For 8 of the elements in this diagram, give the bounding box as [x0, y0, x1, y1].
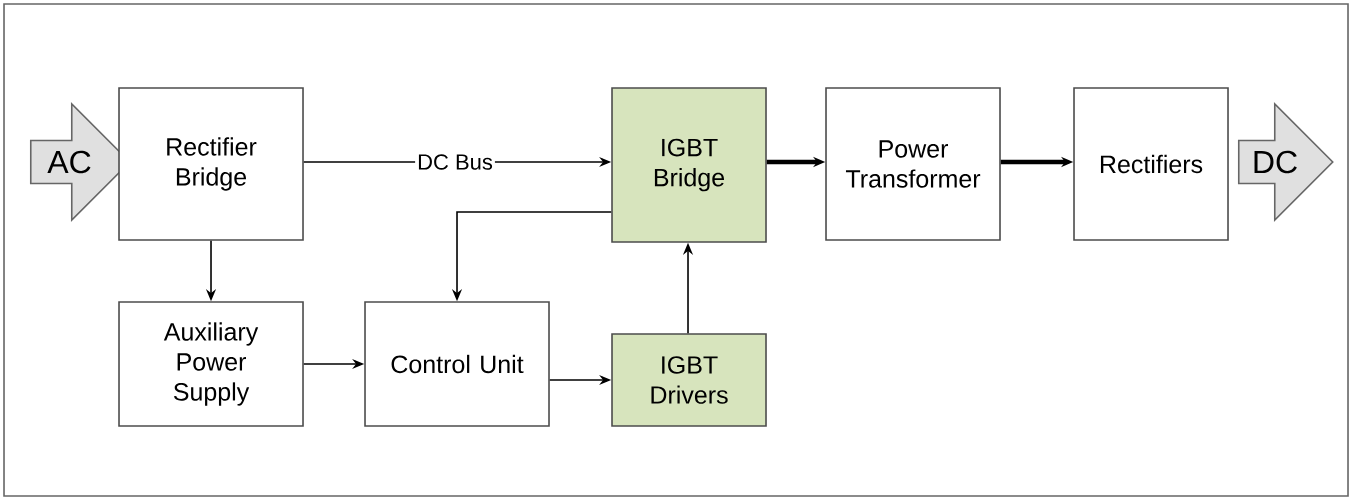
process-box: Control Unit — [364, 301, 550, 427]
process-box: Power Transformer — [825, 87, 1001, 241]
edge-label: DC Bus — [415, 152, 495, 172]
process-box: IGBT Bridge — [611, 87, 767, 243]
process-box: Rectifiers — [1073, 87, 1229, 241]
process-box: Rectifier Bridge — [118, 87, 304, 241]
process-box: IGBT Drivers — [611, 333, 767, 427]
process-box: Auxiliary Power Supply — [118, 301, 304, 427]
